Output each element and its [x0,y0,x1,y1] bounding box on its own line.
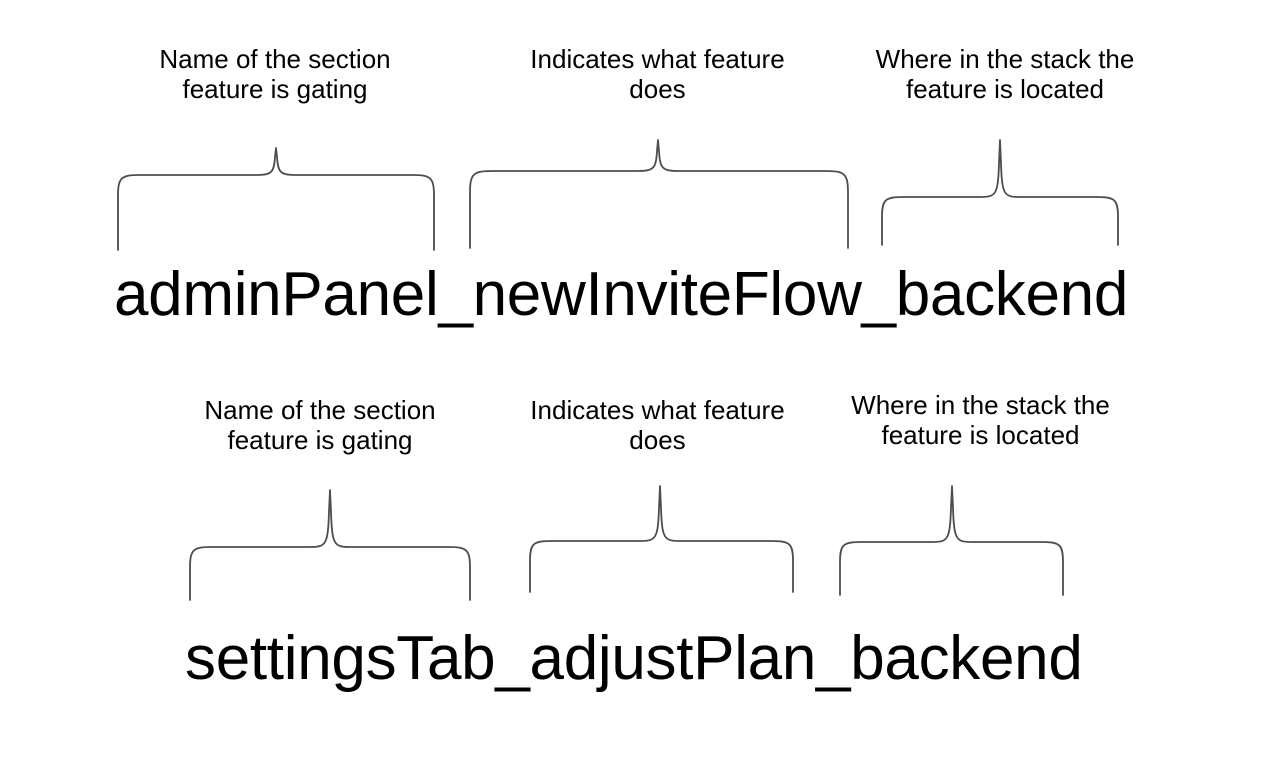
brace-row1-section [117,147,435,251]
brace-row2-layer [839,485,1064,596]
brace-row2-section [189,489,471,601]
caption-row2-layer: Where in the stack the feature is locate… [851,390,1110,451]
brace-row1-layer [881,139,1119,246]
brace-row2-behavior [529,485,794,593]
brace-row1-behavior [469,139,849,249]
flag-name-row1: adminPanel_newInviteFlow_backend [114,260,1129,329]
caption-row1-section: Name of the section feature is gating [159,44,391,105]
caption-row1-layer: Where in the stack the feature is locate… [875,44,1135,105]
flag-name-row2: settingsTab_adjustPlan_backend [185,624,1083,693]
caption-row2-section: Name of the section feature is gating [204,395,436,456]
caption-row2-behavior: Indicates what feature does [530,395,785,456]
caption-row1-behavior: Indicates what feature does [530,44,785,105]
